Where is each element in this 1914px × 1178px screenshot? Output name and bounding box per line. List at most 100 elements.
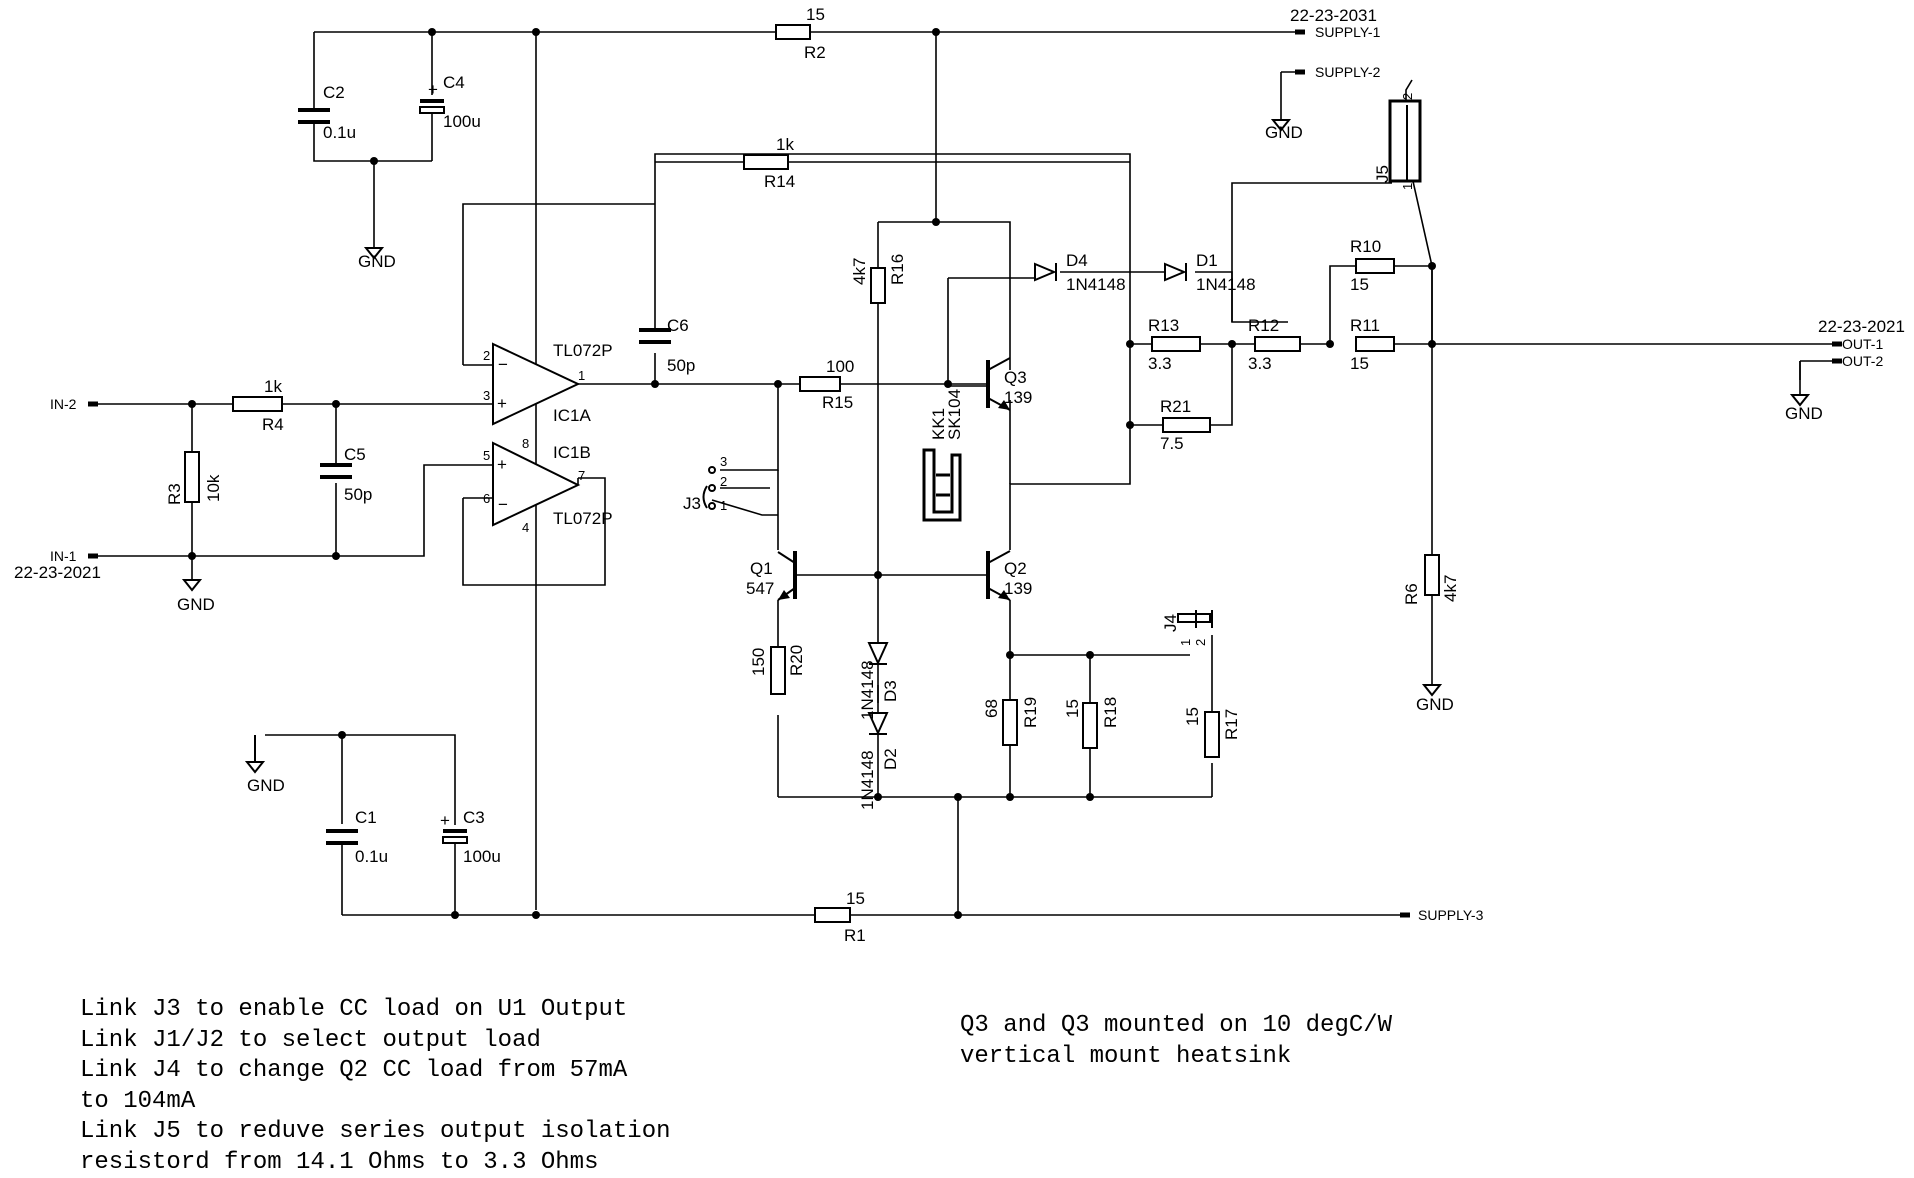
diode-d1 bbox=[1165, 263, 1186, 281]
transistor-q1 bbox=[778, 551, 795, 600]
ref-r12: R12 bbox=[1248, 316, 1279, 335]
pin-sign: − bbox=[498, 355, 508, 374]
net-out2: OUT-2 bbox=[1842, 353, 1883, 369]
net-supply1: SUPPLY-1 bbox=[1315, 24, 1381, 40]
val-r12: 3.3 bbox=[1248, 354, 1272, 373]
val-r11: 15 bbox=[1350, 354, 1369, 373]
ref-r4: R4 bbox=[262, 415, 284, 434]
pin-num: 2 bbox=[1193, 639, 1208, 646]
ref-r6: R6 bbox=[1402, 583, 1421, 605]
val-c4: 100u bbox=[443, 112, 481, 131]
ref-c1: C1 bbox=[355, 808, 377, 827]
val-d4: 1N4148 bbox=[1066, 275, 1126, 294]
ref-c5: C5 bbox=[344, 445, 366, 464]
ref-r15: R15 bbox=[822, 393, 853, 412]
jumper-j5 bbox=[1390, 101, 1420, 181]
ref-r3: R3 bbox=[165, 483, 184, 505]
jumper-j3 bbox=[704, 467, 716, 509]
pin-sign: + bbox=[428, 80, 438, 99]
resistor-r4 bbox=[233, 397, 282, 411]
pin-sign: + bbox=[440, 811, 450, 830]
ref-d1: D1 bbox=[1196, 251, 1218, 270]
resistor-r20 bbox=[771, 647, 785, 694]
val-d2: 1N4148 bbox=[858, 750, 877, 810]
val-r17: 15 bbox=[1183, 707, 1202, 726]
ref-ic1a-type: TL072P bbox=[553, 341, 613, 360]
ground-icon bbox=[1424, 685, 1440, 695]
part-labels: C2 0.1u C4 100u 15 R2 1k R14 TL072P IC1A… bbox=[165, 5, 1460, 945]
resistor-r18 bbox=[1083, 703, 1097, 748]
resistor-r15 bbox=[800, 377, 840, 391]
val-c5: 50p bbox=[344, 485, 372, 504]
gnd-label: GND bbox=[247, 776, 285, 795]
val-r20: 150 bbox=[749, 648, 768, 676]
ref-r10: R10 bbox=[1350, 237, 1381, 256]
pin-num: 7 bbox=[578, 468, 585, 483]
val-c6: 50p bbox=[667, 356, 695, 375]
resistor-r16 bbox=[871, 268, 885, 303]
diodes bbox=[869, 263, 1186, 734]
val-c1: 0.1u bbox=[355, 847, 388, 866]
pin-num: 3 bbox=[720, 454, 727, 469]
wires bbox=[98, 32, 1832, 915]
net-supply3: SUPPLY-3 bbox=[1418, 907, 1484, 923]
ref-r18: R18 bbox=[1101, 697, 1120, 728]
ref-c2: C2 bbox=[323, 83, 345, 102]
pin-num: 1 bbox=[720, 498, 727, 513]
resistor-r10 bbox=[1356, 259, 1394, 273]
capacitor-c3 bbox=[443, 831, 467, 843]
pin-sign: + bbox=[497, 394, 507, 413]
pin-num: 1 bbox=[578, 368, 585, 383]
resistor-r11 bbox=[1356, 337, 1394, 351]
ref-j4: J4 bbox=[1161, 614, 1180, 632]
ref-d2: D2 bbox=[881, 748, 900, 770]
pin-num: 2 bbox=[720, 474, 727, 489]
note-line: to 104mA bbox=[80, 1087, 671, 1118]
ground-icon bbox=[184, 580, 200, 590]
ref-r1: R1 bbox=[844, 926, 866, 945]
net-supply2: SUPPLY-2 bbox=[1315, 64, 1381, 80]
val-q2: 139 bbox=[1004, 579, 1032, 598]
note-line: Link J3 to enable CC load on U1 Output bbox=[80, 995, 671, 1026]
note-line: Q3 and Q3 mounted on 10 degC/W bbox=[960, 1011, 1392, 1042]
pin-num: 3 bbox=[483, 388, 490, 403]
pin-num: 8 bbox=[522, 436, 529, 451]
note-line: Link J5 to reduve series output isolatio… bbox=[80, 1117, 671, 1148]
ref-c4: C4 bbox=[443, 73, 465, 92]
ref-r14: R14 bbox=[764, 172, 795, 191]
net-in1: IN-1 bbox=[50, 548, 77, 564]
resistor-r6 bbox=[1425, 555, 1439, 595]
ref-c3: C3 bbox=[463, 808, 485, 827]
gnd-label: GND bbox=[1265, 123, 1303, 142]
ref-j5: J5 bbox=[1373, 165, 1392, 183]
val-q3: 139 bbox=[1004, 388, 1032, 407]
heatsink-kk1 bbox=[924, 450, 960, 520]
val-kk1: SK104 bbox=[945, 389, 964, 440]
pin-sign: − bbox=[498, 495, 508, 514]
gnd-label: GND bbox=[1416, 695, 1454, 714]
net-supply1-code: 22-23-2031 bbox=[1290, 6, 1377, 25]
ground-icon bbox=[247, 735, 263, 772]
resistor-r2 bbox=[776, 25, 810, 39]
pin-num: 1 bbox=[1178, 639, 1193, 646]
pin-sign: + bbox=[497, 455, 507, 474]
net-out1: OUT-1 bbox=[1842, 336, 1883, 352]
gnd-label: GND bbox=[358, 252, 396, 271]
ground-symbols bbox=[184, 120, 1808, 772]
val-r14: 1k bbox=[776, 135, 794, 154]
pin-num: 2 bbox=[483, 348, 490, 363]
ref-r11: R11 bbox=[1350, 316, 1380, 335]
resistor-r1 bbox=[815, 908, 850, 922]
val-r4: 1k bbox=[264, 377, 282, 396]
val-r16: 4k7 bbox=[850, 258, 869, 285]
val-r19: 68 bbox=[982, 699, 1001, 718]
val-r13: 3.3 bbox=[1148, 354, 1172, 373]
ref-r21: R21 bbox=[1160, 397, 1191, 416]
val-q1: 547 bbox=[746, 579, 774, 598]
capacitor-c1 bbox=[326, 831, 358, 843]
capacitor-c5 bbox=[320, 465, 352, 477]
ref-r19: R19 bbox=[1021, 697, 1040, 728]
net-in2: IN-2 bbox=[50, 396, 77, 412]
ref-r20: R20 bbox=[787, 645, 806, 676]
